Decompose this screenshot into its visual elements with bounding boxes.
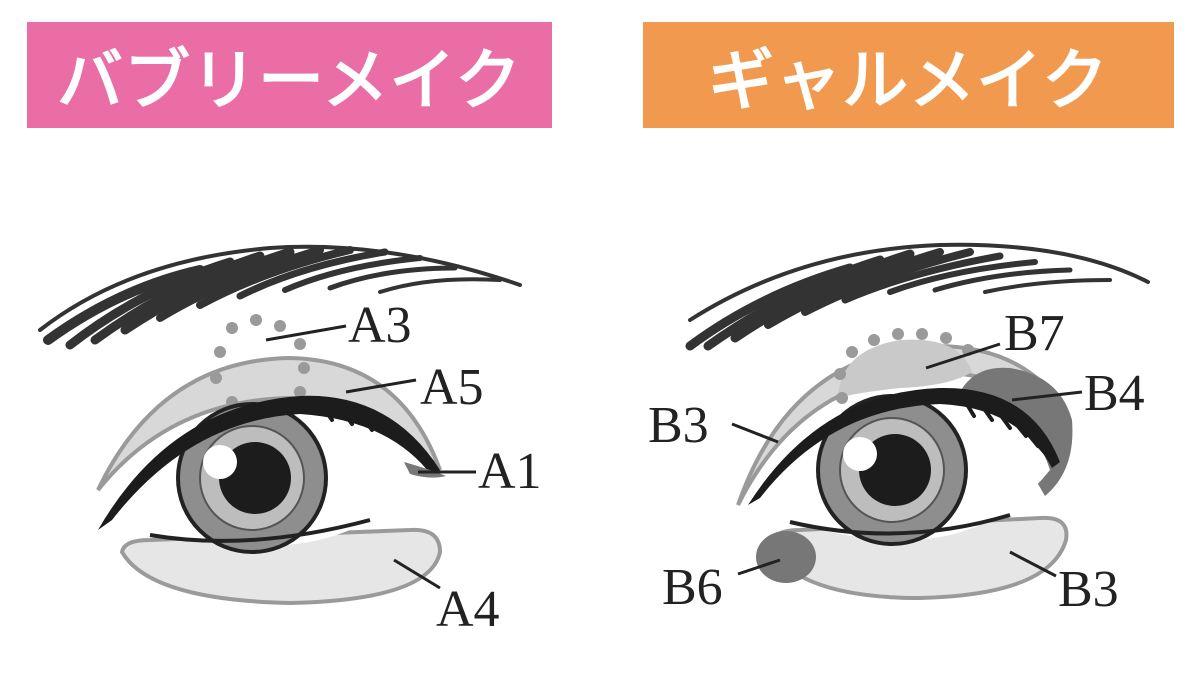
right-eye-illustration: [685, 242, 1150, 601]
left-upper-lash-line: [98, 395, 440, 530]
left-eyebrow: [38, 244, 522, 350]
left-eye-illustration: [38, 244, 522, 606]
right-lid-highlight: [838, 339, 972, 398]
label-b3-lower: B3: [1058, 561, 1119, 618]
right-upper-lash-line: [748, 387, 1060, 505]
left-eyeliner-wing: [404, 462, 446, 478]
right-pupil: [859, 434, 931, 506]
label-a1: A1: [478, 443, 542, 500]
label-b6: B6: [662, 559, 723, 616]
left-eyelashes: [318, 400, 434, 464]
right-eyelashes: [960, 394, 1050, 458]
left-pupil: [219, 442, 291, 514]
right-leader-lines: [731, 342, 1083, 578]
left-eye-catchlight: [203, 445, 237, 479]
right-inner-corner-patch: [756, 531, 816, 583]
left-leader-lines: [265, 324, 476, 590]
right-eyebrow: [685, 242, 1150, 351]
right-eye-catchlight: [843, 437, 877, 471]
label-a3: A3: [348, 297, 412, 354]
left-under-eye-band: [119, 527, 443, 606]
label-a4: A4: [436, 581, 500, 638]
right-dotted-highlight: [834, 328, 974, 404]
bubbly-makeup-banner: バブリーメイク: [27, 22, 552, 128]
label-b7: B7: [1004, 305, 1065, 362]
label-b3-upper: B3: [648, 397, 709, 454]
label-b4: B4: [1084, 365, 1145, 422]
label-a5: A5: [420, 359, 484, 416]
gal-makeup-banner: ギャルメイク: [643, 22, 1174, 128]
